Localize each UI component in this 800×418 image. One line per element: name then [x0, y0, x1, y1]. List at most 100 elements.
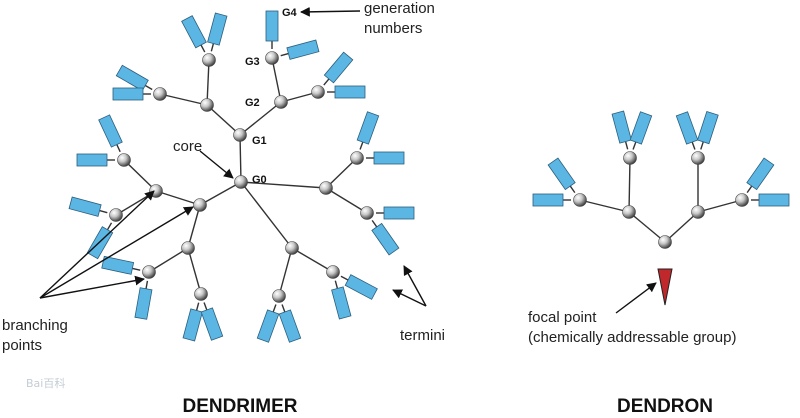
generation-label-g0: G0: [252, 174, 267, 186]
terminal-group-icon: [207, 12, 228, 46]
dendron-title: DENDRON: [617, 396, 713, 417]
branch-node-icon: [117, 153, 131, 167]
terminal-group-icon: [547, 157, 576, 191]
terminal-group-icon: [278, 309, 302, 343]
branch-node-icon: [691, 151, 705, 165]
terminal-group-icon: [181, 15, 207, 49]
bond-line: [187, 204, 201, 249]
terminal-group-icon: [265, 10, 279, 42]
bond-line: [155, 190, 201, 206]
branch-node-icon: [202, 53, 216, 67]
branch-node-icon: [149, 184, 163, 198]
terminal-bond: [691, 141, 696, 150]
terminal-group-icon: [323, 51, 354, 84]
terminal-group-icon: [98, 114, 123, 148]
terminal-bond: [200, 44, 206, 53]
bond-line: [628, 157, 631, 213]
bond-line: [325, 157, 358, 189]
terminal-bond: [359, 141, 364, 150]
bond-line: [159, 93, 208, 106]
bond-line: [271, 57, 282, 103]
bond-line: [628, 211, 666, 243]
terminal-bond: [700, 141, 704, 150]
branch-node-icon: [153, 87, 167, 101]
branch-node-icon: [735, 193, 749, 207]
branch-node-icon: [311, 85, 325, 99]
terminal-bond: [624, 141, 629, 150]
terminal-bond: [132, 267, 141, 271]
terminal-bond: [116, 144, 121, 153]
terminal-bond: [632, 141, 637, 150]
terminal-group-icon: [373, 151, 405, 165]
terminal-bond: [280, 52, 289, 57]
terminal-group-icon: [371, 222, 400, 256]
branch-nodes: [109, 51, 749, 303]
bond-line: [206, 59, 210, 106]
bond-line: [697, 199, 743, 213]
branch-node-icon: [691, 205, 705, 219]
branch-node-icon: [326, 265, 340, 279]
branch-node-icon: [319, 181, 333, 195]
terminal-group-icon: [182, 308, 203, 342]
terminal-bond: [340, 275, 349, 281]
bond-line: [199, 181, 242, 206]
terminal-bond: [99, 209, 108, 214]
terminal-group-icon: [331, 286, 352, 320]
bond-line: [148, 247, 189, 273]
watermark: Bai百科: [26, 376, 65, 390]
termini-label: termini: [400, 327, 445, 344]
generation-label-g4: G4: [282, 7, 298, 19]
bond-line: [187, 247, 202, 295]
bond-line: [206, 104, 241, 136]
terminal-group-icon: [334, 85, 366, 99]
terminal-group-icon: [286, 39, 320, 60]
terminal-group-icon: [383, 206, 415, 220]
terminal-group-icon: [697, 110, 719, 145]
focal-point-label: focal point (chemically addressable grou…: [528, 309, 736, 346]
dendrimer-title: DENDRIMER: [182, 396, 297, 417]
terminal-bond: [281, 304, 286, 313]
branch-node-icon: [181, 241, 195, 255]
terminal-group-icon: [256, 309, 280, 343]
terminal-bond: [203, 302, 208, 311]
branch-node-icon: [658, 235, 672, 249]
branch-node-icon: [350, 151, 364, 165]
terminal-group-icon: [112, 87, 144, 101]
generation-numbers-label: generation numbers: [364, 0, 439, 37]
bond-line: [278, 247, 293, 297]
bond-line: [291, 247, 334, 273]
branch-node-icon: [622, 205, 636, 219]
terminal-group-icon: [134, 287, 153, 320]
branch-node-icon: [233, 128, 247, 142]
branch-node-icon: [193, 198, 207, 212]
generation-label-g1: G1: [252, 135, 267, 147]
terminal-group-icon: [611, 110, 632, 144]
terminal-bond: [210, 43, 215, 52]
bond-line: [579, 199, 630, 213]
branching-points-label: branching points: [2, 317, 72, 354]
bond-line: [325, 187, 368, 214]
terminal-bond: [106, 222, 113, 231]
bond-line: [123, 159, 157, 192]
terminal-bond: [272, 304, 277, 313]
bond-line: [664, 211, 699, 243]
terminal-group-icon: [758, 193, 790, 207]
terminal-group-icon: [86, 226, 114, 260]
generation-label-g3: G3: [245, 56, 260, 68]
branch-node-icon: [109, 208, 123, 222]
branch-node-icon: [234, 175, 248, 189]
branch-node-icon: [200, 98, 214, 112]
terminal-group-icon: [629, 111, 653, 145]
branch-node-icon: [285, 241, 299, 255]
terminal-group-icon: [344, 274, 378, 300]
bond-line: [240, 181, 327, 189]
focal-point-icon: [657, 268, 673, 306]
terminal-group-icon: [746, 157, 775, 191]
annotation-arrows: [39, 6, 657, 314]
branch-node-icon: [360, 206, 374, 220]
branch-node-icon: [142, 265, 156, 279]
bond-line: [239, 101, 282, 136]
terminal-group-icon: [68, 196, 102, 217]
terminal-group-icon: [200, 307, 224, 341]
